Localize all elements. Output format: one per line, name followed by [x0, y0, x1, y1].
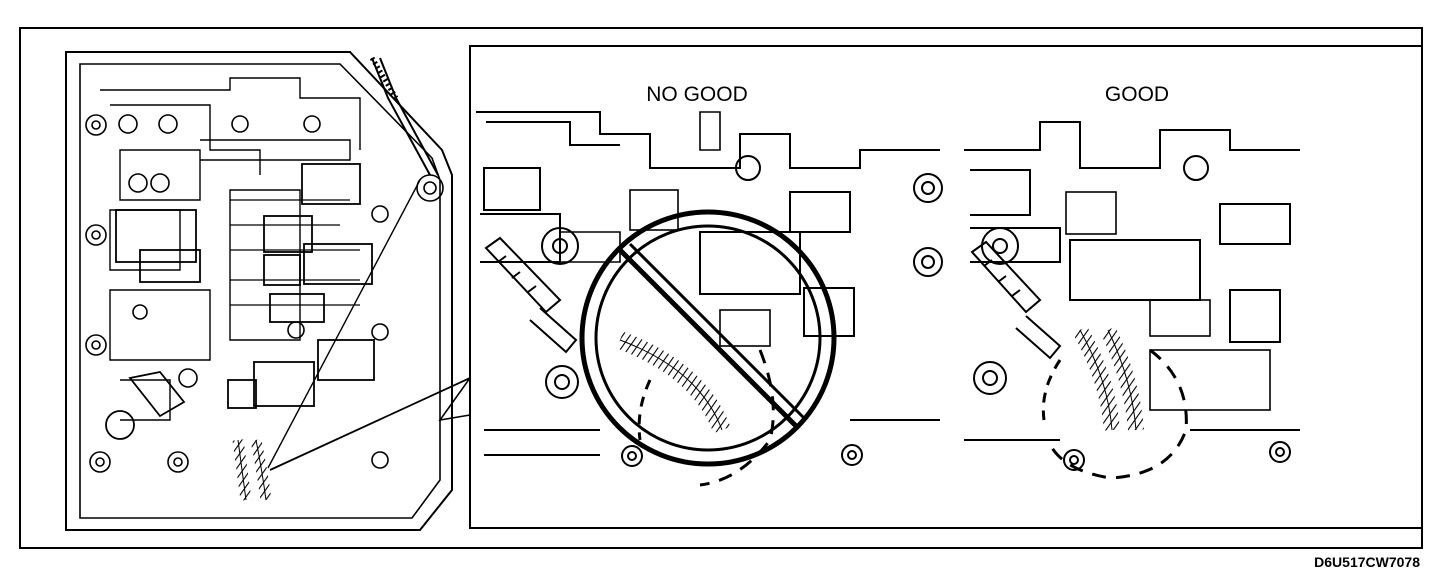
valve-body-overview [65, 51, 471, 531]
good-panel: GOOD [964, 83, 1300, 480]
good-label: GOOD [1105, 83, 1169, 106]
no-good-panel: NO GOOD [438, 45, 1423, 529]
no-symbol-icon [579, 209, 837, 467]
no-good-label: NO GOOD [646, 83, 748, 106]
figure-code: D6U517CW7078 [1314, 554, 1420, 570]
zoom-frame [469, 45, 1423, 529]
